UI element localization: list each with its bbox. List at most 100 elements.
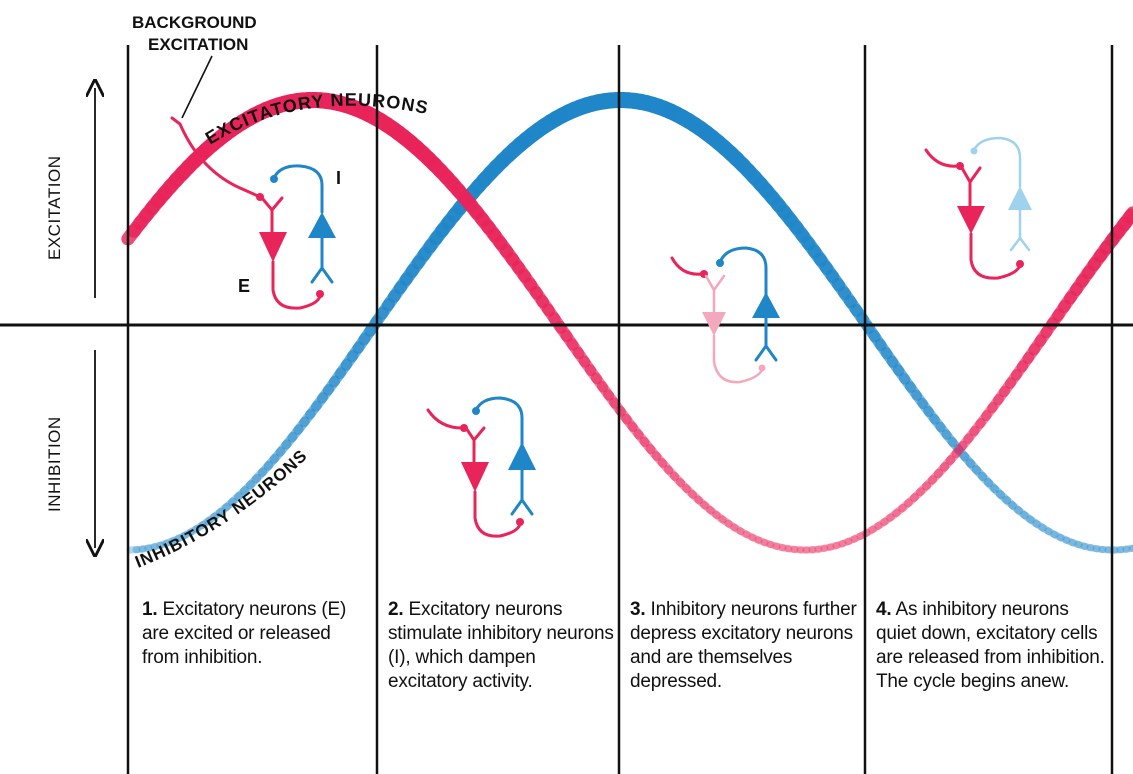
circuit-panel-2 — [426, 396, 536, 538]
inhibitory-curve-segment — [257, 460, 274, 477]
inhibitory-curve-segment — [210, 507, 225, 521]
inhibitory-curve-segment — [1062, 536, 1077, 547]
excitatory-curve-segment — [886, 508, 901, 522]
inhibitory-curve-segment — [156, 539, 171, 549]
inhibitory-curve-segment — [971, 465, 988, 482]
inhibitory-curve-segment — [192, 520, 207, 533]
excitatory-curve-segment — [838, 537, 853, 548]
circuit-panel-1: E I — [170, 116, 341, 310]
inhibitory-curve-segment — [150, 541, 165, 551]
excitatory-curve-segment — [832, 539, 847, 550]
excitatory-curve-segment — [850, 532, 865, 543]
activity-curves — [121, 92, 1133, 554]
inhibitory-curve-segment — [1074, 540, 1089, 550]
inhibitory-curve-segment — [1020, 510, 1035, 524]
caption-text-1: Excitatory neurons (E) are excited or re… — [142, 599, 347, 668]
inhibitory-curve-segment — [216, 502, 231, 517]
excitatory-curve-segment — [927, 468, 944, 485]
inhibitory-curve-segment — [222, 497, 237, 512]
inhibitory-curve-segment — [965, 458, 982, 475]
inhibitory-curve-segment — [180, 528, 195, 540]
excitatory-curve-segment — [748, 533, 763, 544]
inhibitory-curve-segment — [1092, 545, 1107, 554]
excitatory-curve-segment — [694, 495, 709, 510]
inhibitory-curve-segment — [989, 484, 1006, 500]
inhibitory-curve-segment — [1002, 495, 1017, 510]
neuron-label-i: I — [336, 168, 341, 188]
inhibitory-curve-segment — [204, 512, 219, 526]
inhibitory-curve-segment — [977, 471, 994, 488]
excitatory-curve-segment — [909, 487, 926, 502]
inhibitory-curve-segment — [1032, 519, 1047, 532]
inhibitory-curve-segment — [995, 489, 1012, 505]
circuit-panel-3 — [670, 246, 780, 384]
excitatory-curve-segment — [663, 464, 680, 482]
excitatory-curve-segment — [724, 519, 739, 532]
excitatory-curve-segment — [933, 461, 950, 479]
excitatory-curve-segment — [736, 527, 751, 539]
inhibitory-curve-segment — [1116, 545, 1131, 554]
axis-label-inhibition: INHIBITION — [45, 416, 64, 512]
background-excitation-pointer — [181, 55, 213, 119]
caption-number-4: 4. — [876, 599, 892, 620]
excitatory-curve-segment — [898, 498, 913, 513]
inhibitory-curve-segment — [1038, 523, 1053, 536]
excitatory-curve-segment — [712, 510, 727, 524]
excitatory-curve-segment — [880, 513, 895, 526]
inhibitory-curve-segment — [174, 531, 189, 543]
excitatory-curve-segment — [826, 541, 841, 551]
inhibitory-curve-segment — [239, 480, 256, 496]
excitatory-curve-segment — [939, 455, 956, 472]
excitatory-curve-segment — [760, 538, 775, 549]
excitatory-curve-segment — [669, 471, 686, 488]
inhibitory-curve-segment — [186, 524, 201, 537]
caption-phase-1: 1. Excitatory neurons (E) are excited or… — [142, 598, 370, 670]
caption-number-3: 3. — [630, 599, 646, 620]
caption-number-1: 1. — [142, 599, 158, 620]
excitatory-curve-segment — [820, 543, 835, 552]
excitatory-curve-segment — [808, 545, 823, 554]
inhibitory-curve-segment — [1080, 542, 1095, 552]
excitatory-curve-segment — [784, 545, 799, 554]
inhibitory-curve-segment — [1008, 500, 1023, 515]
inhibitory-curve-segment — [1044, 527, 1059, 539]
inhibitory-curve-segment — [245, 473, 262, 490]
excitatory-curve-segment — [742, 530, 757, 542]
inhibitory-curve-label-wrap: INHIBITORY NEURONS — [132, 446, 311, 572]
excitatory-curve-segment — [706, 505, 721, 520]
excitatory-curve-segment — [730, 523, 745, 536]
inhibitory-curve-segment — [1068, 538, 1083, 549]
inhibitory-curve-segment — [1014, 506, 1029, 520]
inhibitory-curve-segment — [144, 543, 159, 552]
inhibitory-curve-segment — [132, 545, 147, 554]
excitatory-curve-segment — [766, 540, 781, 550]
background-excitation-label-1: BACKGROUND — [132, 13, 257, 32]
inhibitory-curve-segment — [1122, 544, 1133, 553]
excitatory-curve-segment — [915, 481, 932, 497]
caption-phase-4: 4. As inhibitory neurons quiet down, exc… — [876, 598, 1108, 694]
excitatory-curve-segment — [892, 503, 907, 518]
excitatory-curve-segment — [844, 535, 859, 546]
excitatory-curve-segment — [921, 475, 938, 491]
inhibitory-curve-segment — [168, 534, 183, 545]
excitatory-curve-segment — [904, 493, 919, 508]
inhibitory-curve-segment — [233, 486, 250, 501]
inhibitory-curve-segment — [198, 516, 213, 530]
excitatory-curve-segment — [874, 517, 889, 530]
excitatory-curve-segment — [718, 515, 733, 528]
excitatory-curve-segment — [681, 483, 698, 499]
background-excitation-label-2: EXCITATION — [148, 35, 248, 54]
neuron-label-e: E — [238, 276, 250, 296]
excitatory-curve-segment — [862, 525, 877, 537]
excitatory-curve-segment — [675, 477, 692, 494]
caption-text-2: Excitatory neurons stimulate inhibitory … — [388, 599, 614, 692]
inhibitory-curve-segment — [228, 491, 243, 507]
excitatory-curve-segment — [700, 500, 715, 515]
inhibitory-curve-segment — [138, 544, 153, 553]
inhibitory-curve-segment — [959, 451, 976, 469]
caption-phase-3: 3. Inhibitory neurons further depress ex… — [630, 598, 858, 694]
excitatory-curve-segment — [772, 542, 787, 552]
excitatory-curve-segment — [687, 489, 704, 505]
caption-phase-2: 2. Excitatory neurons stimulate inhibito… — [388, 598, 614, 694]
inhibitory-curve-segment — [983, 478, 1000, 494]
